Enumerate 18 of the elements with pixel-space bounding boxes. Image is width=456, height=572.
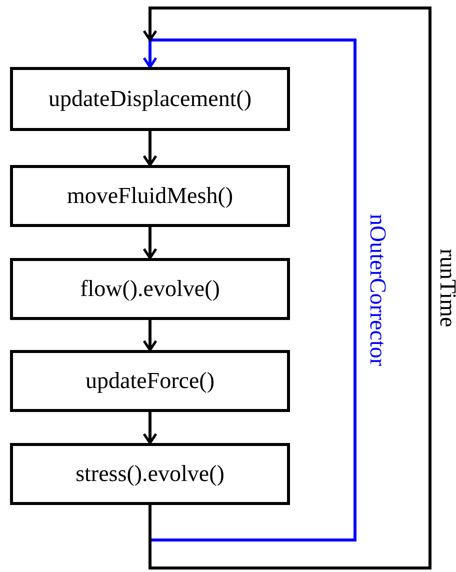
function-name: moveFluidMesh()	[66, 182, 234, 210]
arrow	[142, 412, 158, 444]
edge-label: runTime	[436, 248, 456, 328]
function-name: flow().evolve()	[80, 274, 220, 303]
function-name: stress().evolve()	[76, 460, 224, 488]
arrow	[142, 38, 356, 542]
function-name: updateDisplacement()	[48, 84, 252, 113]
edge-label: nOuterCorrector	[366, 214, 390, 366]
process-box	[10, 165, 290, 227]
process-box	[10, 258, 290, 320]
arrow	[142, 320, 158, 352]
arrow	[142, 227, 158, 260]
arrow	[142, 6, 432, 570]
arrow	[142, 131, 158, 166]
process-box	[10, 350, 290, 412]
process-box	[10, 67, 290, 131]
function-name: updateForce()	[86, 366, 214, 395]
process-box	[10, 443, 290, 505]
